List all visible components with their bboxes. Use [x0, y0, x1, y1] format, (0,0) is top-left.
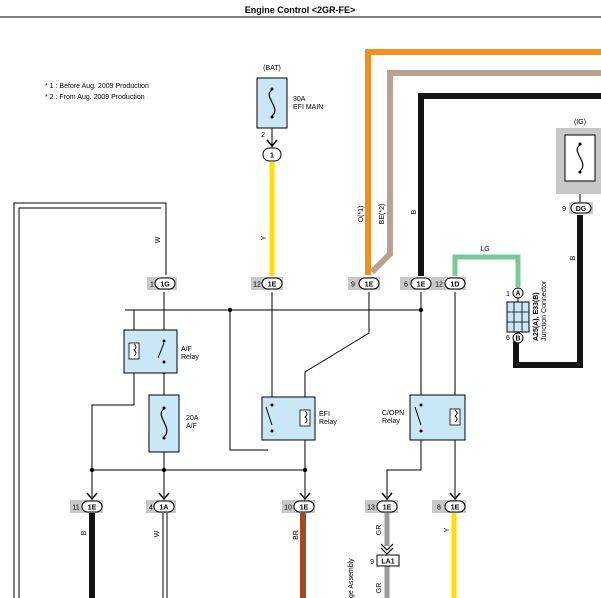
- wire-beige: [369, 70, 601, 275]
- c-6-1e-code: 1E: [417, 282, 426, 289]
- connector-c-1-top: [262, 147, 282, 162]
- wire-label-gr-2: GR: [376, 583, 383, 594]
- c-12-1d-pin: 12: [435, 282, 443, 289]
- efi-main-fuse: [256, 77, 288, 129]
- junction-connector-block: [506, 301, 530, 333]
- connector-c-10-1e: [282, 500, 315, 513]
- wire-black-ig: [513, 215, 583, 368]
- jc-b-pin: 6: [506, 335, 510, 342]
- connector-c-8-1e: [432, 500, 466, 513]
- c-1g-pin: 1: [150, 282, 154, 289]
- c-11-1e-code: 1E: [88, 505, 97, 512]
- connector-c-ig: [570, 202, 592, 214]
- c-11-1e-pin: 11: [72, 505, 79, 512]
- wire-label-b-6: B: [411, 209, 418, 214]
- efi-relay-label-2: Relay: [319, 419, 337, 426]
- connector-c-1g: [147, 277, 177, 290]
- c-6-1e-pin: 6: [404, 282, 408, 289]
- jc-b-circle: [512, 332, 524, 344]
- wire-label-w-1a: W: [154, 530, 161, 537]
- c-1-top-code: 1: [270, 153, 274, 160]
- efi-relay: [261, 396, 316, 441]
- diagram-title: Engine Control <2GR-FE>: [245, 5, 356, 15]
- connector-c-9-1e: [348, 277, 380, 290]
- copn-relay-label-1: C/OPN: [382, 410, 404, 417]
- wire-label-b-11: B: [81, 530, 88, 535]
- partial-assembly-label: ge Assembly: [348, 558, 355, 598]
- jc-a-code: A: [515, 291, 520, 298]
- wire-label-b-ig: B: [570, 255, 577, 260]
- connector-c-12-1e: [251, 277, 283, 290]
- efi-main-fuse-name: EFI MAIN: [293, 104, 323, 111]
- wire-label-br: BR: [293, 530, 300, 540]
- af-relay: [123, 329, 178, 374]
- c-9-1e-code: 1E: [365, 282, 374, 289]
- note-2: * 2 : From Aug. 2009 Production: [45, 94, 145, 101]
- ig-fuse: [564, 134, 596, 182]
- efi-main-fuse-rating: 30A: [293, 96, 306, 103]
- copn-relay-label-2: Relay: [382, 418, 400, 425]
- efi-relay-label-1: EFI: [319, 411, 330, 418]
- wire-label-lg: LG: [480, 246, 489, 253]
- wire-label-y-8: Y: [444, 527, 451, 532]
- wire-black-6: [418, 93, 601, 276]
- thick-wires: [365, 49, 601, 368]
- connector-c-11-1e: [70, 500, 103, 513]
- c-8-1e-pin: 8: [437, 505, 441, 512]
- wire-label-be: BE(*2): [379, 204, 386, 225]
- af-fuse: [148, 394, 180, 453]
- c-4-1a-pin: 4: [149, 505, 153, 512]
- wire-label-o: O(*1): [358, 206, 365, 223]
- jc-a-pin: 1: [506, 291, 510, 298]
- ig-label: (IG): [574, 119, 586, 126]
- connector-c-12-1d: [432, 277, 466, 290]
- copn-relay: [409, 394, 466, 441]
- af-relay-label-2: Relay: [181, 354, 199, 361]
- connector-c-4-1a: [146, 500, 176, 513]
- junction-connector-codes: A25(A), E33(B): [533, 292, 540, 341]
- c-10-1e-pin: 10: [284, 505, 292, 512]
- wire-left-double: [13, 202, 167, 598]
- c-1g-code: 1G: [160, 282, 170, 289]
- bottom-arrows: [86, 492, 461, 501]
- c-13-1e-code: 1E: [383, 505, 392, 512]
- c-13-1e-pin: 13: [367, 505, 375, 512]
- c-ig-code: DG: [576, 206, 587, 213]
- wire-orange: [365, 49, 601, 275]
- af-fuse-name: A/F: [186, 423, 197, 430]
- af-relay-label-1: A/F: [181, 346, 192, 353]
- wire-label-y-efi: Y: [261, 235, 268, 240]
- connector-la1: [376, 554, 400, 567]
- connector-c-13-1e: [365, 500, 398, 513]
- note-1: * 1 : Before Aug. 2009 Production: [45, 83, 149, 90]
- af-fuse-rating: 20A: [186, 415, 199, 422]
- wire-label-w-1g: W: [155, 236, 162, 243]
- c-12-1d-code: 1D: [451, 282, 460, 289]
- la1-arrows: [380, 543, 394, 555]
- connector-c-6-1e: [400, 277, 432, 290]
- bat-label: (BAT): [263, 65, 281, 72]
- connector-arrow: [266, 139, 278, 148]
- jc-b-code: B: [515, 336, 520, 343]
- c-10-1e-code: 1E: [300, 505, 309, 512]
- c-1-top-pin: 2: [261, 132, 265, 139]
- c-4-1a-code: 1A: [160, 505, 169, 512]
- junction-connector-name: Junction Connector: [541, 280, 548, 341]
- c-12-1e-code: 1E: [268, 282, 277, 289]
- c-9-1e-pin: 9: [351, 282, 355, 289]
- la1-pin: 9: [370, 559, 374, 566]
- c-8-1e-code: 1E: [451, 505, 460, 512]
- wire-lg: [452, 254, 521, 287]
- c-12-1e-pin: 12: [253, 282, 261, 289]
- la1-code: LA1: [381, 559, 394, 566]
- c-ig-pin: 9: [562, 206, 566, 213]
- wire-label-gr: GR: [376, 525, 383, 536]
